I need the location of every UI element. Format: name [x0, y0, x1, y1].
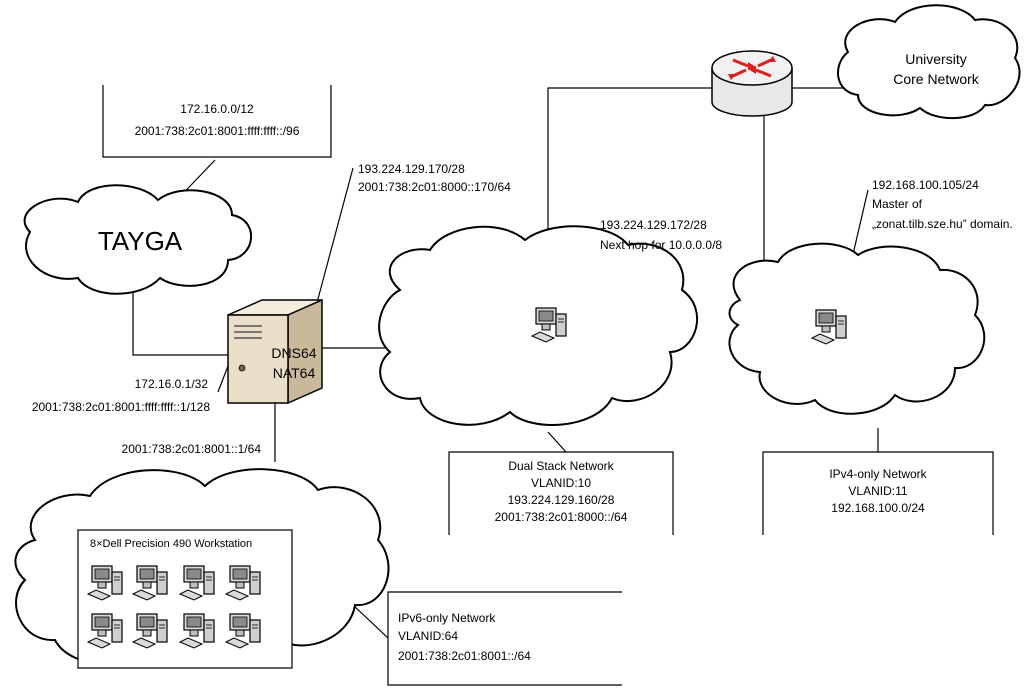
- dualstack-router-link: [547, 87, 712, 250]
- ipv6only-box-link: [352, 604, 389, 639]
- server-icon[interactable]: [227, 298, 323, 405]
- server-ipv6only-ipv6: 2001:738:2c01:8001::1/64: [122, 442, 262, 456]
- server-label-dns64: DNS64: [271, 345, 316, 361]
- core-network-label-1: University: [905, 51, 966, 67]
- server-upstream-ipv4: 193.224.129.170/28: [358, 162, 465, 176]
- server-upstream-ipv6: 2001:738:2c01:8000::170/64: [358, 180, 511, 194]
- dualstack-cloud: [378, 225, 699, 426]
- dualstack-network-ipv4: 193.224.129.160/28: [508, 493, 615, 507]
- tayga-ipv6-range: 2001:738:2c01:8001:ffff:ffff::/96: [135, 124, 300, 138]
- v4-host-ip: 192.168.100.105/24: [872, 178, 979, 192]
- tayga-label: TAYGA: [98, 226, 183, 256]
- ipv4only-network-name: IPv4-only Network: [829, 467, 927, 481]
- dualstack-network-name: Dual Stack Network: [508, 459, 614, 473]
- core-network-cloud: [837, 4, 1021, 120]
- router-icon[interactable]: [711, 50, 793, 117]
- ipv6only-network-vlan: VLANID:64: [398, 629, 458, 643]
- tayga-cloud: [23, 184, 252, 295]
- ipv6only-network-ipv6: 2001:738:2c01:8001::/64: [398, 649, 531, 663]
- server-tayga-ipv6: 2001:738:2c01:8001:ffff:ffff::1/128: [32, 400, 210, 414]
- workstation-group-box: [77, 529, 293, 669]
- tayga-ipv4-range: 172.16.0.0/12: [180, 102, 254, 116]
- ipv4only-network-box: [762, 451, 994, 535]
- v4-host-note-1: Master of: [872, 197, 923, 211]
- dual-host-ip: 193.224.129.172/28: [600, 218, 707, 232]
- tayga-address-box: [102, 85, 332, 158]
- dualstack-network-ipv6: 2001:738:2c01:8000::/64: [495, 510, 628, 524]
- ipv6only-network-box: [387, 591, 622, 686]
- ipv6only-network-name: IPv6-only Network: [398, 611, 496, 625]
- workstation-group-label: 8×Dell Precision 490 Workstation: [90, 538, 252, 550]
- dualstack-box-link: [547, 431, 567, 453]
- core-network-label-2: Core Network: [893, 71, 980, 87]
- v4-host-note-2: „zonat.tilb.sze.hu” domain.: [872, 217, 1013, 231]
- ipv4only-network-vlan: VLANID:11: [848, 484, 907, 498]
- dualstack-network-vlan: VLANID:10: [531, 476, 591, 490]
- dualstack-network-box: [448, 451, 674, 535]
- server-label-nat64: NAT64: [273, 365, 316, 381]
- ipv4only-network-ipv4: 192.168.100.0/24: [831, 501, 925, 515]
- server-tayga-addr-leader: [217, 365, 229, 393]
- ipv4only-cloud: [728, 242, 986, 415]
- dual-host-note: Next hop for 10.0.0.0/8: [600, 238, 722, 252]
- tayga-server-link: [132, 280, 228, 356]
- server-tayga-ipv4: 172.16.0.1/32: [135, 377, 209, 391]
